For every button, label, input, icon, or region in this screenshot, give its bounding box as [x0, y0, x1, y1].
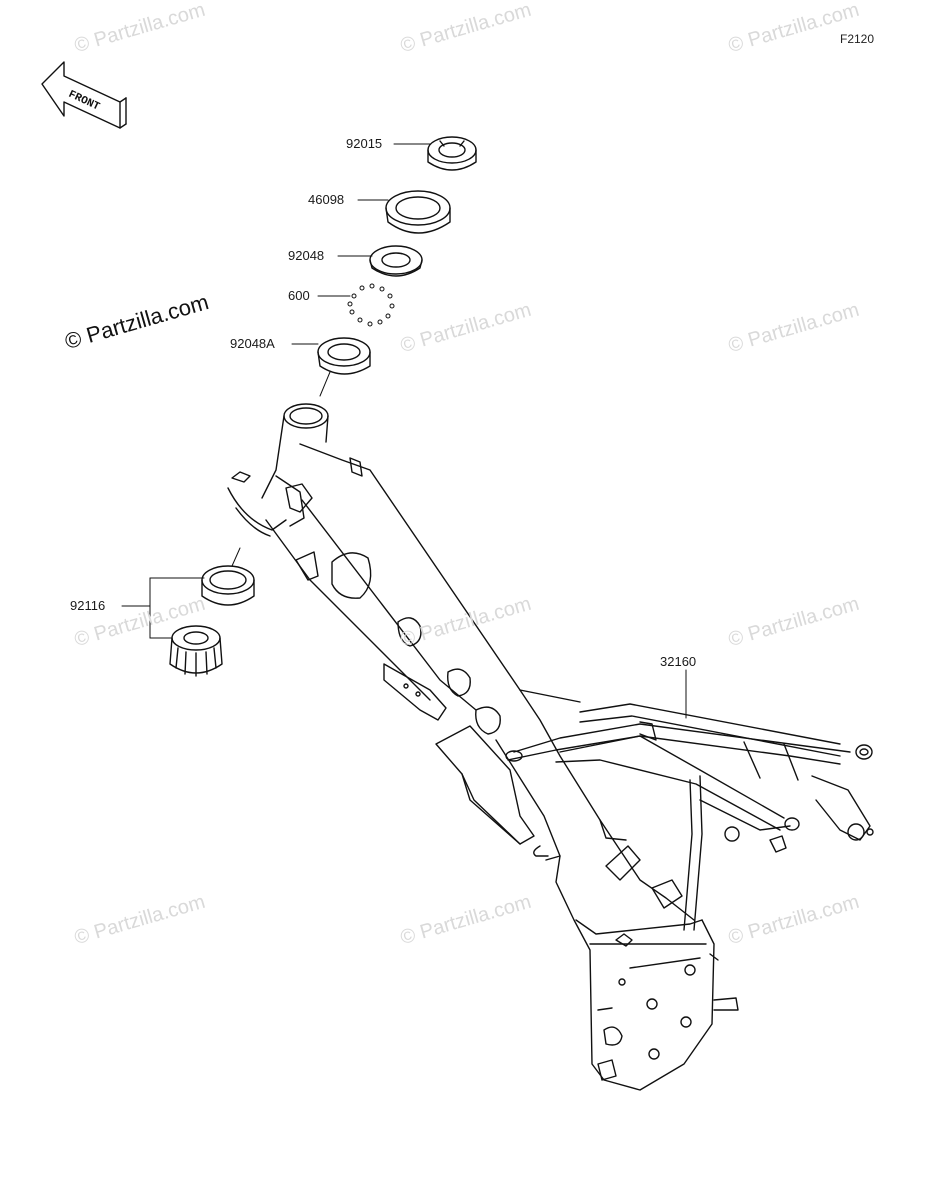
- upper-bearing-race: [369, 245, 423, 277]
- steering-stem-nut: [427, 136, 477, 171]
- part-label-32160[interactable]: 32160: [660, 654, 697, 669]
- steel-balls: [347, 283, 395, 327]
- part-label-92048a[interactable]: 92048A: [230, 336, 275, 351]
- frame-body: [495, 689, 739, 1091]
- head-pipe: [227, 403, 329, 537]
- part-label-600[interactable]: 600: [288, 288, 310, 303]
- part-label-92116[interactable]: 92116: [70, 598, 106, 613]
- lower-bearing-race: [317, 337, 371, 375]
- part-label-46098[interactable]: 46098: [308, 192, 345, 207]
- engine-mount-bracket: [435, 725, 549, 857]
- rear-subframe: [505, 703, 874, 931]
- leader-lines: [121, 143, 687, 719]
- taper-roller-bearing: [169, 625, 223, 677]
- part-label-92015[interactable]: 92015: [346, 136, 383, 151]
- part-label-92048[interactable]: 92048: [288, 248, 325, 263]
- bearing-outer-race: [201, 565, 255, 606]
- front-arrow-icon: [41, 61, 127, 129]
- frame-spine: [265, 443, 581, 735]
- stem-cap: [385, 190, 451, 234]
- figure-code: F2120: [840, 32, 875, 46]
